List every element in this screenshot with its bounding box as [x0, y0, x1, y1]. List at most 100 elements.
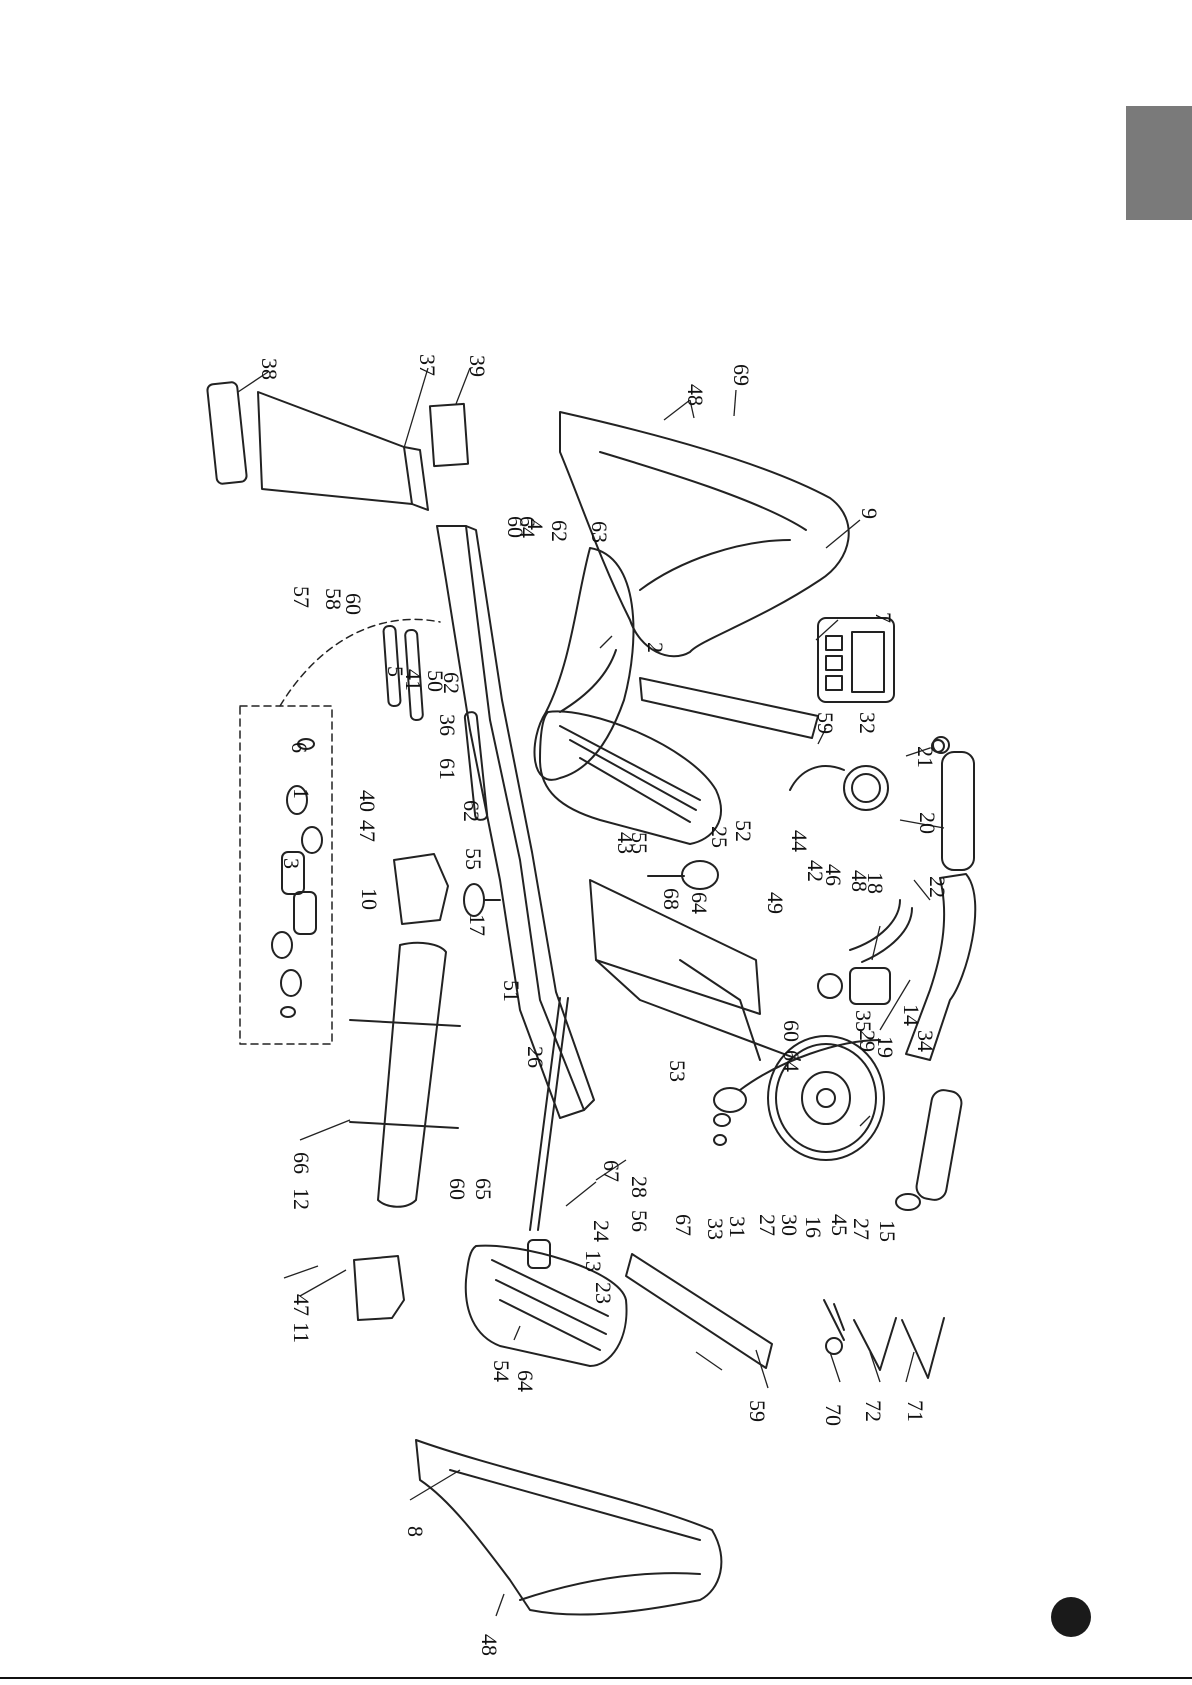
- part-label: 33: [703, 1218, 728, 1240]
- part-label: 7: [871, 612, 896, 623]
- part-label: 35: [851, 1010, 876, 1032]
- part-console: [818, 618, 894, 702]
- part-label: 28: [627, 1176, 652, 1198]
- part-label: 6: [287, 742, 312, 753]
- part-label: 72: [861, 1400, 886, 1422]
- part-label: 31: [725, 1216, 750, 1238]
- part-cover-block: [394, 854, 448, 924]
- part-label: 51: [499, 980, 524, 1002]
- part-label: 11: [289, 1322, 314, 1343]
- part-label: 64: [779, 1050, 804, 1072]
- part-end-block: [354, 1256, 404, 1320]
- part-block: [430, 404, 468, 466]
- part-label: 40: [355, 790, 380, 812]
- part-shroud-left: [416, 1440, 721, 1615]
- part-label: 60: [779, 1020, 804, 1042]
- part-label: 64: [687, 892, 712, 914]
- part-axle: [530, 998, 568, 1230]
- part-label: 27: [849, 1218, 874, 1240]
- part-label: 2: [643, 642, 668, 653]
- part-seat-post-cover: [258, 392, 428, 510]
- part-label: 30: [777, 1214, 802, 1236]
- part-label: 61: [435, 758, 460, 780]
- part-label: 3: [279, 858, 304, 869]
- part-label: 60: [341, 593, 366, 615]
- part-label: 17: [465, 914, 490, 936]
- part-label: 63: [587, 521, 612, 543]
- part-label: 15: [875, 1220, 900, 1242]
- part-label: 52: [731, 820, 756, 842]
- part-bracket: [818, 968, 890, 1004]
- part-tension-knob: [648, 861, 718, 889]
- part-label: 47: [355, 820, 380, 842]
- part-label: 9: [857, 508, 882, 519]
- part-main-frame: [437, 526, 594, 1118]
- part-label: 59: [745, 1400, 770, 1422]
- part-label: 69: [729, 364, 754, 386]
- part-label: 36: [435, 714, 460, 736]
- part-label: 44: [787, 830, 812, 852]
- part-label: 27: [755, 1214, 780, 1236]
- part-tools: [824, 1300, 944, 1378]
- part-label: 49: [763, 892, 788, 914]
- part-label: 54: [489, 1360, 514, 1382]
- part-label: 59: [813, 712, 838, 734]
- part-label: 13: [581, 1250, 606, 1272]
- part-label: 65: [471, 1178, 496, 1200]
- part-label: 55: [627, 832, 652, 854]
- part-label: 39: [465, 355, 490, 377]
- part-label: 62: [439, 672, 464, 694]
- part-label: 70: [821, 1404, 846, 1426]
- part-label: 60: [445, 1178, 470, 1200]
- part-label: 38: [257, 358, 282, 380]
- part-label: 53: [665, 1060, 690, 1082]
- part-end-cap: [207, 382, 247, 485]
- part-label: 26: [523, 1046, 548, 1068]
- part-label: 56: [627, 1210, 652, 1232]
- part-label: 45: [827, 1214, 852, 1236]
- part-rear-stabilizer: [350, 943, 460, 1207]
- part-label: 68: [659, 888, 684, 910]
- part-label: 20: [915, 812, 940, 834]
- part-label: 67: [671, 1214, 696, 1236]
- part-label: 46: [821, 864, 846, 886]
- part-label: 16: [801, 1216, 826, 1238]
- part-label: 57: [289, 586, 314, 608]
- part-label: 48: [477, 1634, 502, 1656]
- part-seat-knob: [464, 884, 500, 916]
- part-handlebar-tubes: [896, 737, 975, 1210]
- part-label: 32: [855, 712, 880, 734]
- part-label: 47: [289, 1294, 314, 1316]
- part-belt: [850, 900, 912, 962]
- part-seat: [534, 548, 633, 780]
- part-label: 1: [289, 788, 314, 799]
- part-label: 37: [415, 354, 440, 376]
- part-label: 41: [401, 669, 426, 691]
- part-label: 62: [547, 520, 572, 542]
- part-label: 71: [903, 1400, 928, 1422]
- part-label: 19: [873, 1036, 898, 1058]
- part-label: 25: [707, 826, 732, 848]
- part-label: 48: [683, 384, 708, 406]
- part-label: 55: [461, 848, 486, 870]
- part-label: 24: [589, 1220, 614, 1242]
- part-label: 64: [513, 1370, 538, 1392]
- part-label: 34: [913, 1030, 938, 1052]
- part-label: 8: [403, 1526, 428, 1537]
- part-label: 66: [289, 1152, 314, 1174]
- part-label: 18: [863, 872, 888, 894]
- part-sensor: [790, 766, 888, 810]
- part-label: 62: [459, 800, 484, 822]
- part-label: 67: [599, 1160, 624, 1182]
- part-label: 12: [289, 1188, 314, 1210]
- part-label: 10: [357, 888, 382, 910]
- part-label: 4: [523, 519, 548, 530]
- part-foot-pedal-upper: [540, 711, 721, 844]
- leader-lines: [238, 368, 944, 1616]
- part-rollers: [272, 739, 322, 1017]
- part-label: 23: [591, 1282, 616, 1304]
- part-label: 21: [913, 746, 938, 768]
- part-label: 14: [899, 1004, 924, 1026]
